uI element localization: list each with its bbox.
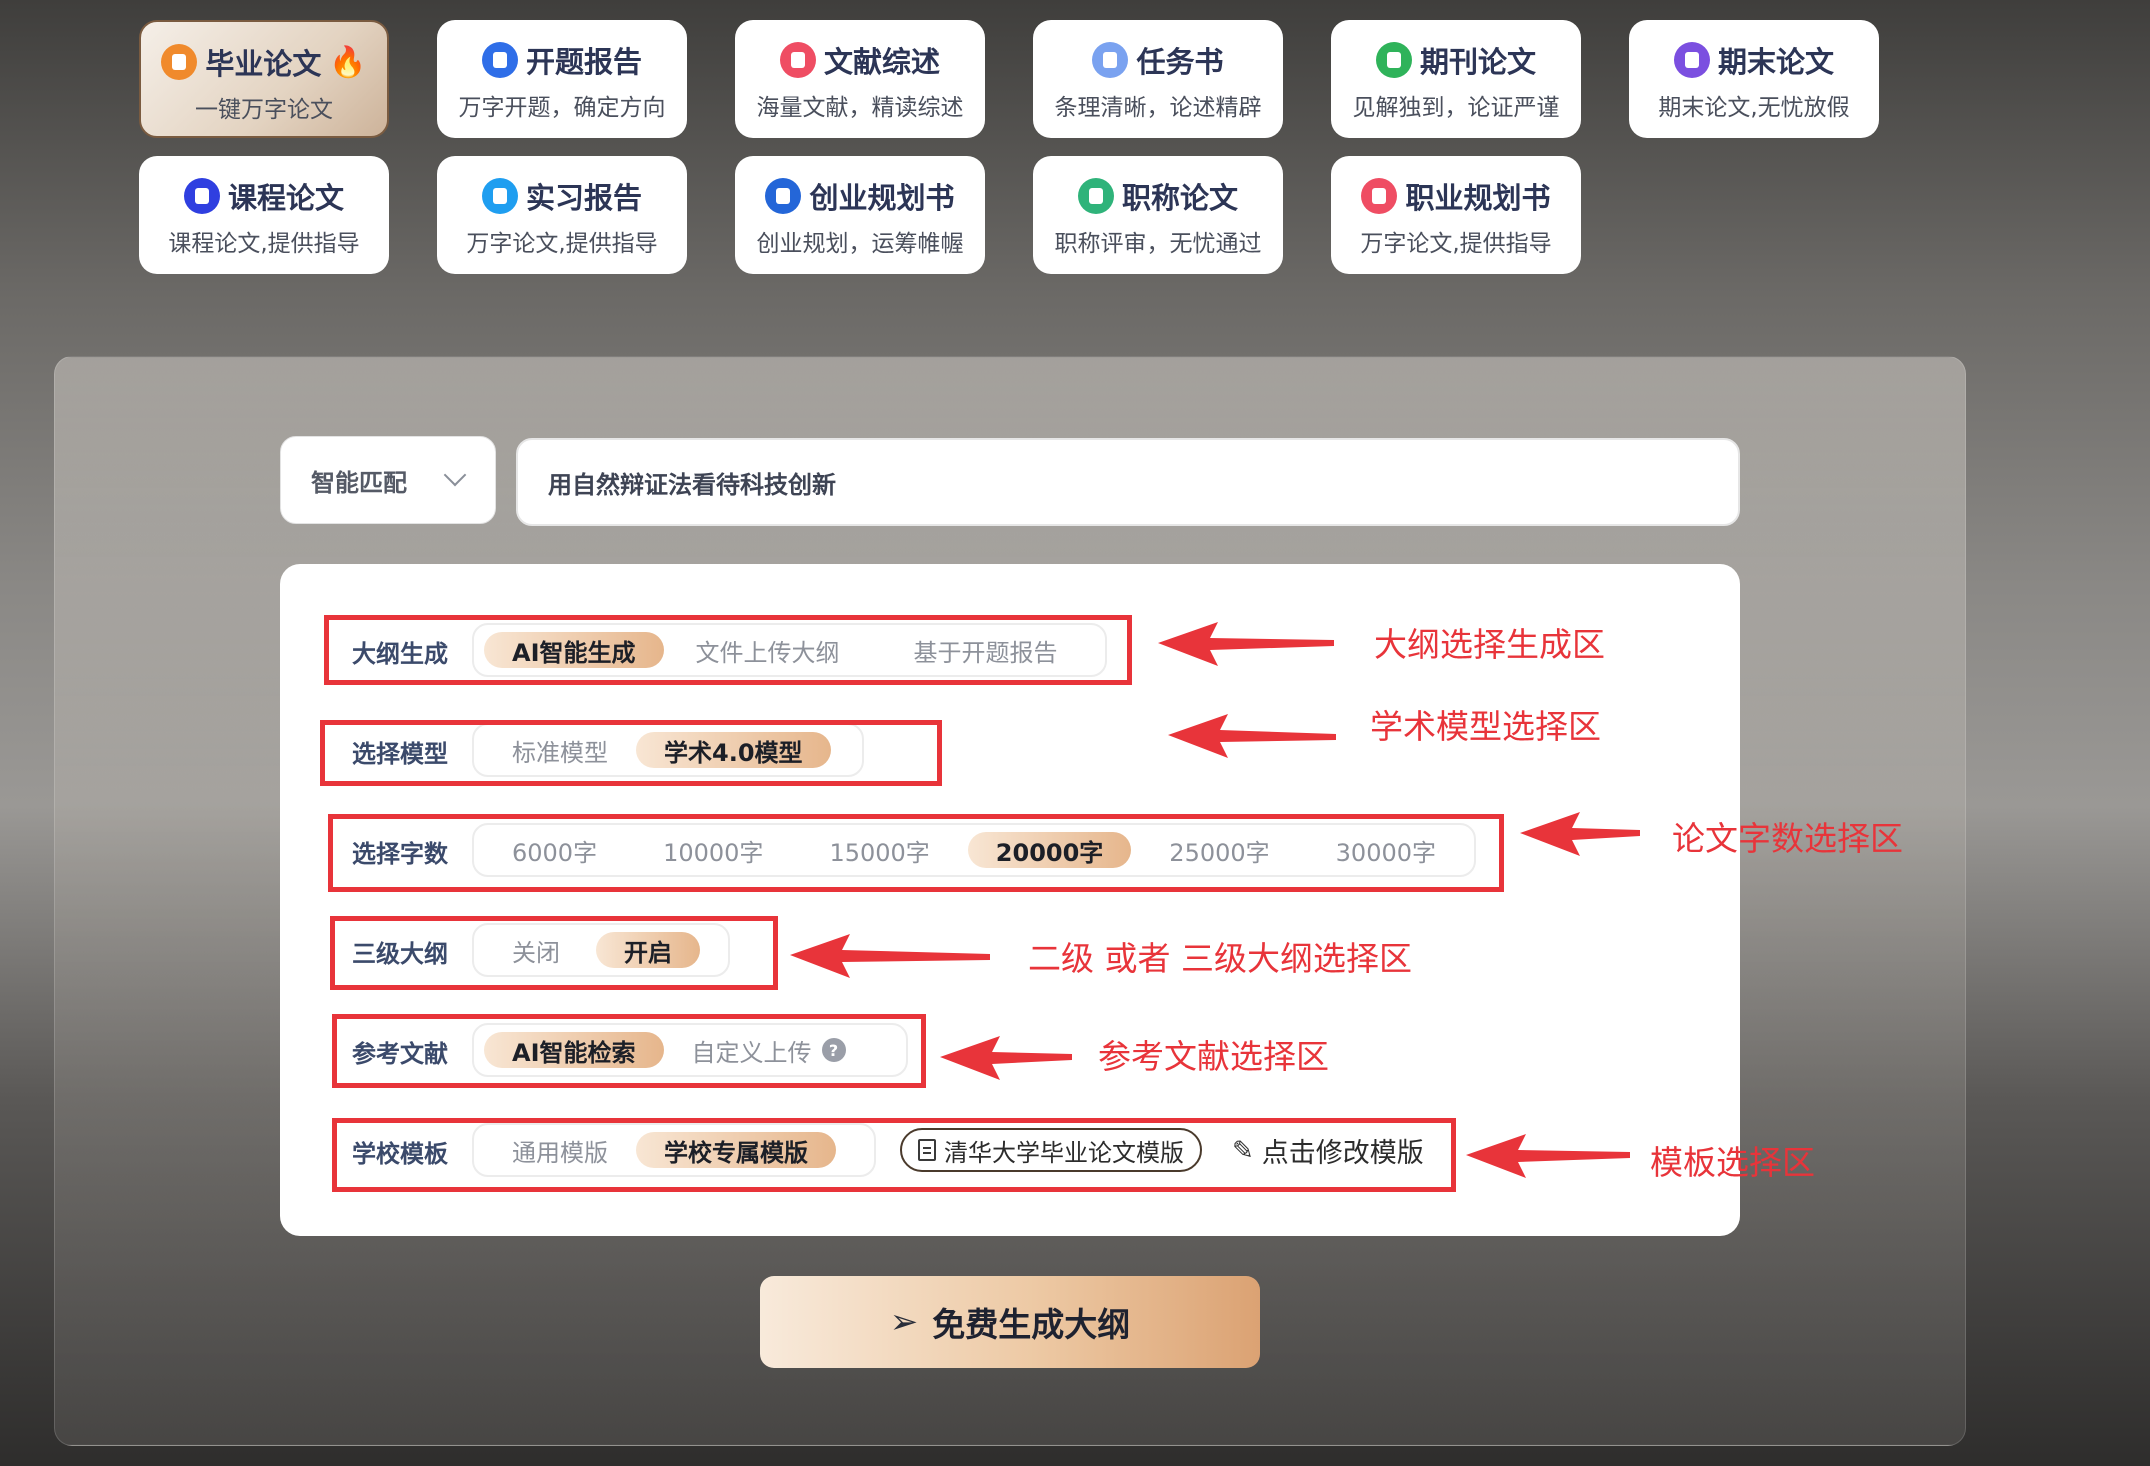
category-subtitle: 期末论文,无忧放假 — [1658, 95, 1850, 121]
category-title: 课程论文 — [227, 181, 344, 215]
category-title: 开题报告 — [525, 45, 642, 79]
category-subtitle: 职称评审，无忧通过 — [1054, 231, 1262, 257]
refs-row-label: 参考文献 — [352, 1040, 448, 1068]
refs-option-custom[interactable]: 自定义上传 — [691, 1038, 812, 1067]
school-template-tag[interactable]: 清华大学毕业论文模版 — [900, 1128, 1202, 1172]
pencil-icon: ✎ — [1232, 1135, 1254, 1166]
refs-option-ai[interactable]: AI智能检索 — [484, 1032, 664, 1068]
level3-segment: 关闭 开启 — [472, 923, 730, 977]
category-title: 任务书 — [1136, 45, 1224, 79]
category-subtitle: 条理清晰，论述精辟 — [1054, 95, 1262, 121]
annotation-box-refs — [332, 1014, 926, 1088]
category-title: 毕业论文 — [205, 47, 322, 81]
category-title: 期末论文 — [1717, 45, 1834, 79]
annotation-label-template: 模板选择区 — [1650, 1143, 1815, 1182]
words-option[interactable]: 25000字 — [1169, 838, 1270, 867]
document-icon — [918, 1139, 936, 1161]
words-row-label: 选择字数 — [352, 840, 448, 868]
category-card-final-term[interactable]: 期末论文 期末论文,无忧放假 — [1629, 20, 1879, 138]
words-option[interactable]: 10000字 — [663, 838, 764, 867]
annotation-label-refs: 参考文献选择区 — [1098, 1037, 1329, 1076]
mode-select[interactable]: 智能匹配 — [280, 436, 496, 524]
words-option[interactable]: 15000字 — [829, 838, 930, 867]
plan-icon — [765, 178, 802, 214]
generate-outline-button[interactable]: ➢ 免费生成大纲 — [760, 1276, 1260, 1368]
save-icon — [481, 42, 518, 78]
mode-select-value: 智能匹配 — [311, 468, 407, 497]
category-subtitle: 万字开题，确定方向 — [458, 95, 666, 121]
checklist-icon — [1092, 42, 1129, 78]
generate-outline-label: 免费生成大纲 — [932, 1305, 1131, 1344]
topic-input[interactable] — [516, 438, 1740, 526]
words-segment: 6000字 10000字 15000字 20000字 25000字 30000字 — [472, 823, 1476, 877]
edit-template-label: 点击修改模版 — [1261, 1138, 1424, 1169]
level3-row-label: 三级大纲 — [352, 940, 448, 968]
outline-row-label: 大纲生成 — [352, 640, 448, 668]
category-card-journal[interactable]: 期刊论文 见解独到，论证严谨 — [1331, 20, 1581, 138]
category-subtitle: 万字论文,提供指导 — [466, 231, 658, 257]
annotation-label-words: 论文字数选择区 — [1672, 819, 1903, 858]
chevron-down-icon — [443, 463, 467, 487]
words-option[interactable]: 6000字 — [512, 838, 598, 867]
outline-option-upload[interactable]: 文件上传大纲 — [695, 638, 840, 667]
category-title: 实习报告 — [525, 181, 642, 215]
model-option-standard[interactable]: 标准模型 — [512, 738, 608, 767]
words-option[interactable]: 20000字 — [967, 832, 1132, 868]
school-template-name: 清华大学毕业论文模版 — [944, 1138, 1184, 1167]
category-subtitle: 见解独到，论证严谨 — [1352, 95, 1560, 121]
category-card-professional-title[interactable]: 职称论文 职称评审，无忧通过 — [1033, 156, 1283, 274]
model-option-academic[interactable]: 学术4.0模型 — [636, 732, 831, 768]
category-card-course[interactable]: 课程论文 课程论文,提供指导 — [139, 156, 389, 274]
category-subtitle: 一键万字论文 — [195, 97, 333, 123]
template-option-school[interactable]: 学校专属模版 — [636, 1132, 836, 1168]
annotation-box-words — [328, 814, 1504, 892]
category-title: 文献综述 — [823, 45, 940, 79]
career-icon — [1361, 178, 1398, 214]
category-card-literature-review[interactable]: 文献综述 海量文献，精读综述 — [735, 20, 985, 138]
outline-option-proposal[interactable]: 基于开题报告 — [913, 638, 1058, 667]
category-card-proposal[interactable]: 开题报告 万字开题，确定方向 — [437, 20, 687, 138]
journal-icon — [1375, 42, 1412, 78]
level3-option-off[interactable]: 关闭 — [512, 938, 560, 967]
annotation-label-level3: 二级 或者 三级大纲选择区 — [1028, 939, 1412, 978]
template-option-generic[interactable]: 通用模版 — [512, 1138, 608, 1167]
note-icon — [1673, 42, 1710, 78]
words-option[interactable]: 30000字 — [1335, 838, 1437, 867]
certificate-icon — [1077, 178, 1114, 214]
refs-segment: AI智能检索 自定义上传 ? — [472, 1023, 908, 1077]
outline-option-ai[interactable]: AI智能生成 — [484, 632, 664, 668]
category-title: 职业规划书 — [1405, 181, 1551, 215]
annotation-box-outline — [324, 615, 1132, 685]
category-title: 期刊论文 — [1419, 45, 1536, 79]
report-icon — [481, 178, 518, 214]
outline-segment: AI智能生成 文件上传大纲 基于开题报告 — [472, 623, 1107, 677]
help-icon[interactable]: ? — [821, 1038, 846, 1062]
category-subtitle: 万字论文,提供指导 — [1360, 231, 1552, 257]
model-row-label: 选择模型 — [352, 740, 448, 768]
category-card-career-plan[interactable]: 职业规划书 万字论文,提供指导 — [1331, 156, 1581, 274]
list-icon — [779, 42, 816, 78]
template-row-label: 学校模板 — [352, 1140, 448, 1168]
category-title: 创业规划书 — [809, 181, 955, 215]
level3-option-on[interactable]: 开启 — [596, 932, 700, 968]
annotation-box-template — [332, 1118, 1456, 1192]
category-card-business-plan[interactable]: 创业规划书 创业规划，运筹帷幄 — [735, 156, 985, 274]
book-icon — [183, 178, 220, 214]
flame-icon: 🔥 — [329, 44, 367, 80]
category-title: 职称论文 — [1121, 181, 1238, 215]
annotation-label-outline: 大纲选择生成区 — [1374, 625, 1605, 664]
annotation-box-level3 — [330, 916, 778, 990]
category-subtitle: 创业规划，运筹帷幄 — [756, 231, 964, 257]
category-subtitle: 课程论文,提供指导 — [168, 231, 360, 257]
annotation-label-model: 学术模型选择区 — [1370, 707, 1601, 746]
edit-template-link[interactable]: ✎ 点击修改模版 — [1232, 1131, 1424, 1170]
template-segment: 通用模版 学校专属模版 — [472, 1123, 876, 1177]
annotation-box-model — [320, 720, 942, 786]
send-icon: ➢ — [889, 1302, 919, 1342]
category-card-graduation[interactable]: 毕业论文 🔥 一键万字论文 — [139, 20, 389, 138]
category-card-internship[interactable]: 实习报告 万字论文,提供指导 — [437, 156, 687, 274]
category-card-task-book[interactable]: 任务书 条理清晰，论述精辟 — [1033, 20, 1283, 138]
category-subtitle: 海量文献，精读综述 — [756, 95, 964, 121]
document-icon — [161, 44, 198, 80]
